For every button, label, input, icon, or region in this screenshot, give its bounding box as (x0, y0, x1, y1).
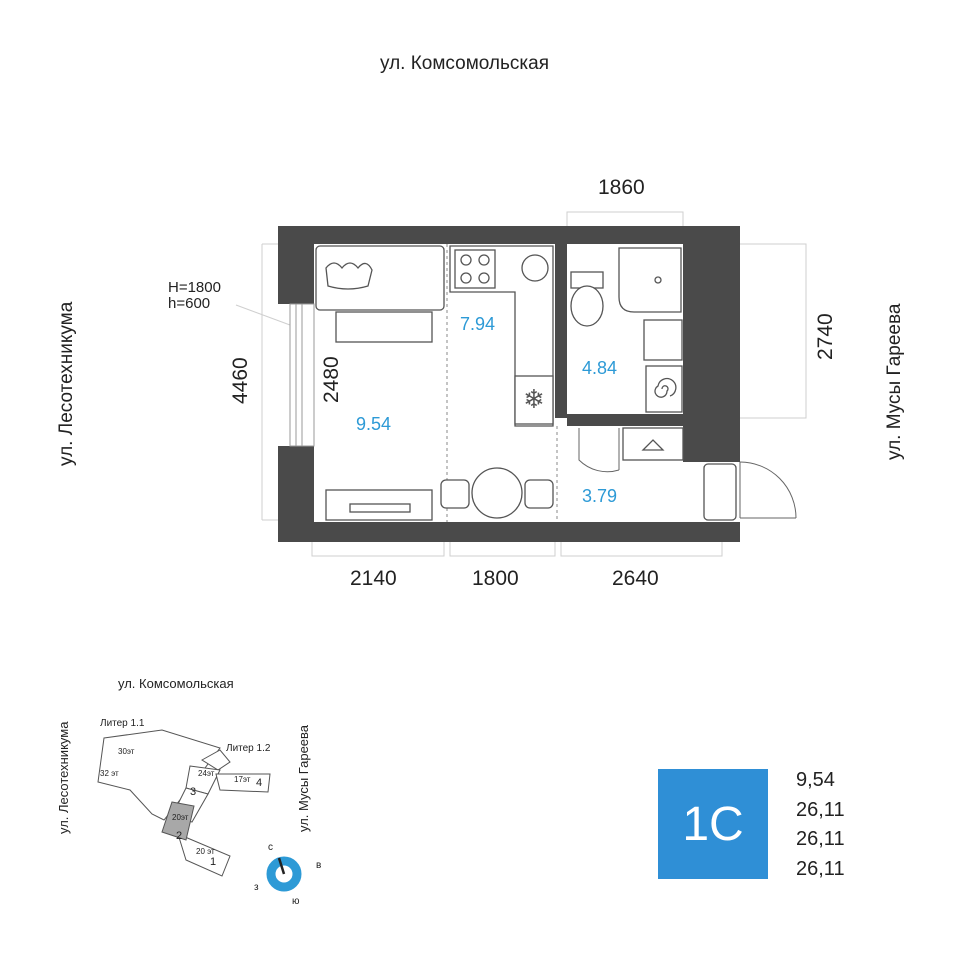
window-note: H=1800 h=600 (168, 280, 221, 312)
area-hall: 3.79 (582, 486, 617, 506)
window-height-note: H=1800 (168, 279, 221, 296)
dim-bottom-3: 2640 (612, 567, 659, 590)
hall-fixtures (622, 427, 737, 521)
compass-south: ю (292, 896, 300, 907)
street-top-label: ул. Комсомольская (380, 53, 549, 74)
room-divider (446, 244, 558, 522)
siteplan-street-left: ул. Лесотехникума (56, 721, 71, 834)
siteplan-floors-17: 17эт (234, 775, 251, 784)
fridge-icon: ❄ (523, 384, 545, 414)
area-value-total: 26,11 (796, 798, 845, 821)
area-value-living: 9,54 (796, 769, 835, 791)
walls (278, 226, 740, 542)
siteplan-building-l11 (97, 729, 221, 821)
compass-icon (266, 856, 302, 892)
siteplan-num-1: 1 (210, 856, 216, 868)
compass-west: з (254, 882, 259, 893)
dim-top: 1860 (598, 176, 645, 199)
siteplan-floors-20b: 20 эт (196, 847, 215, 856)
siteplan-floors-32: 32 эт (100, 769, 119, 778)
siteplan-highlight (161, 801, 195, 841)
area-value-total-3: 26,11 (796, 857, 845, 880)
compass-north: с (268, 842, 273, 853)
siteplan-floors-24: 24эт (198, 769, 215, 778)
siteplan-floors-30: 30эт (118, 747, 135, 756)
apartment-type-badge: 1С (658, 769, 768, 879)
siteplan-num-3: 3 (190, 786, 196, 798)
area-kitchen: 7.94 (460, 314, 495, 334)
area-living: 9.54 (356, 414, 391, 434)
dining-table (440, 467, 554, 519)
site-plan: Литер 1.1 Литер 1.2 30эт 32 эт 24эт 17эт… (97, 718, 321, 907)
siteplan-num-4: 4 (256, 777, 262, 789)
siteplan-liter-2: Литер 1.2 (226, 743, 271, 754)
siteplan-floors-20a: 20эт (172, 813, 189, 822)
tv-stand (325, 489, 433, 521)
compass-east: в (316, 860, 321, 871)
area-bathroom: 4.84 (582, 358, 617, 378)
area-value-total-2: 26,11 (796, 828, 845, 850)
window-sill-note: h=600 (168, 295, 211, 312)
bathroom-fixtures (570, 247, 683, 413)
area-list: 9,54 26,11 26,11 26,11 (796, 766, 845, 884)
dim-bottom-1: 2140 (350, 567, 397, 590)
sofa (315, 245, 445, 343)
kitchen-counter (449, 245, 554, 427)
dimension-lines (235, 211, 807, 557)
siteplan-num-2: 2 (176, 830, 182, 842)
dim-bottom-2: 1800 (472, 567, 519, 590)
window (289, 303, 315, 447)
siteplan-liter-1: Литер 1.1 (100, 718, 145, 729)
doors (578, 428, 797, 519)
siteplan-street-top: ул. Комсомольская (118, 676, 234, 691)
